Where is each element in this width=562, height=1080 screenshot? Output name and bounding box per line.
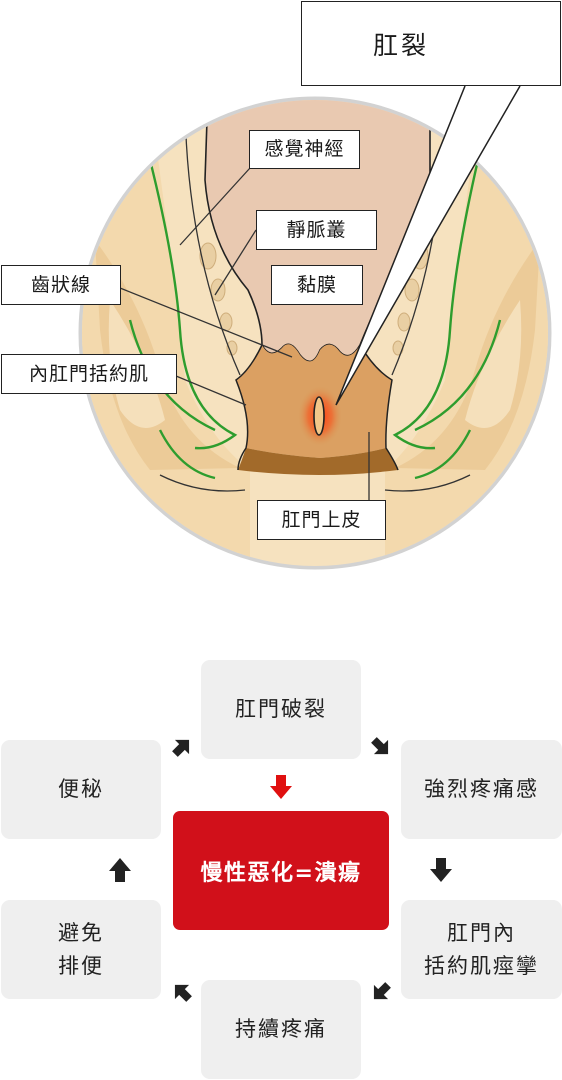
chronic-ulcer-label: 慢性惡化=潰瘍: [200, 860, 362, 886]
cycle-step-anal-tear: 肛門破裂: [201, 660, 361, 759]
arrow-down-icon: [430, 858, 452, 882]
cycle-step-label: 肛門破裂: [235, 697, 327, 722]
label-anal-epithelium: 肛門上皮: [257, 500, 386, 540]
cycle-step-sphincter-spasm: 肛門內 括約肌痙攣: [401, 900, 562, 999]
arrow-down-left-icon: [373, 982, 391, 1000]
title-pointer: [335, 85, 521, 406]
cycle-step-avoid-defecation: 避免 排便: [1, 900, 161, 999]
arrow-up-left-icon: [174, 984, 192, 1002]
diagram-title: 肛裂: [372, 30, 429, 60]
chronic-ulcer-box: 慢性惡化=潰瘍: [173, 811, 389, 930]
red-down-arrow-icon: [270, 775, 292, 799]
cycle-step-severe-pain: 強烈疼痛感: [401, 740, 562, 839]
cycle-step-label-line1: 避免: [58, 920, 104, 945]
arrow-down-right-icon: [371, 737, 389, 755]
cycle-step-label-line2: 括約肌痙攣: [424, 953, 539, 978]
diagram-title-box: 肛裂: [301, 1, 561, 86]
label-mucosa: 黏膜: [271, 265, 363, 305]
label-sensory-nerve: 感覺神經: [249, 130, 360, 169]
anal-fissure-illustration: [78, 85, 552, 570]
arrow-up-right-icon: [172, 739, 190, 757]
cycle-step-label: 便秘: [58, 777, 104, 802]
label-dentate-line: 齒狀線: [1, 265, 121, 305]
cycle-step-label-line1: 肛門內: [447, 920, 516, 945]
cycle-step-label-line2: 排便: [58, 953, 104, 978]
cycle-step-constipation: 便秘: [1, 740, 161, 839]
arrow-up-icon: [109, 858, 131, 882]
cycle-step-label: 持續疼痛: [235, 1017, 327, 1042]
cycle-step-persistent-pain: 持續疼痛: [201, 980, 361, 1079]
leader-lines: [119, 167, 370, 500]
label-venous-plexus: 靜脈叢: [256, 210, 377, 250]
label-internal-sphincter: 內肛門括約肌: [1, 354, 177, 394]
cycle-step-label: 強烈疼痛感: [424, 777, 539, 802]
fissure-mark: [313, 396, 325, 436]
